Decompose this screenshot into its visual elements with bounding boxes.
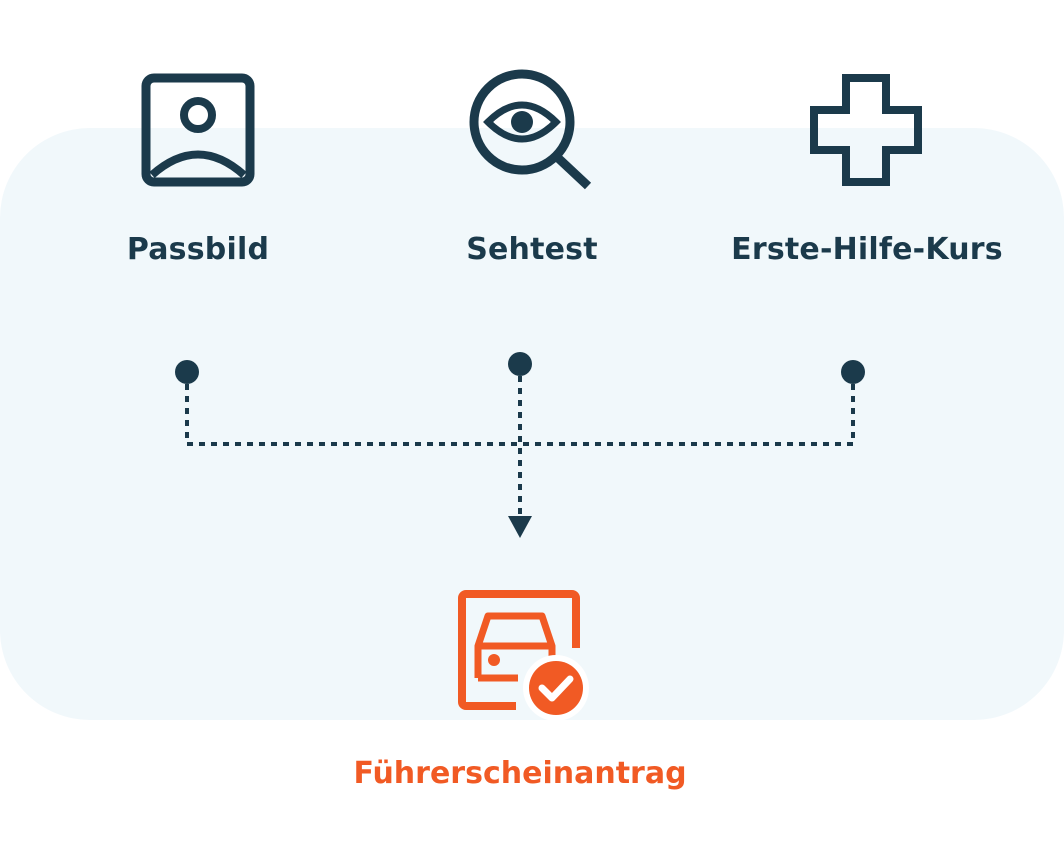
- node-dot-sehtest: [508, 352, 532, 376]
- node-dot-passbild: [175, 360, 199, 384]
- node-dot-erste-hilfe: [841, 360, 865, 384]
- arrow-head-icon: [508, 516, 532, 538]
- medical-cross-icon: [810, 74, 922, 186]
- requirement-label-sehtest: Sehtest: [466, 232, 598, 267]
- requirement-label-erste-hilfe: Erste-Hilfe-Kurs: [731, 232, 1003, 267]
- result-label: Führerscheinantrag: [353, 756, 687, 791]
- requirement-label-passbild: Passbild: [126, 232, 270, 267]
- portrait-photo-icon: [141, 73, 255, 187]
- eye-magnifier-icon: [469, 69, 592, 190]
- car-license-check-icon: [458, 590, 589, 721]
- background-panel: [0, 128, 1064, 720]
